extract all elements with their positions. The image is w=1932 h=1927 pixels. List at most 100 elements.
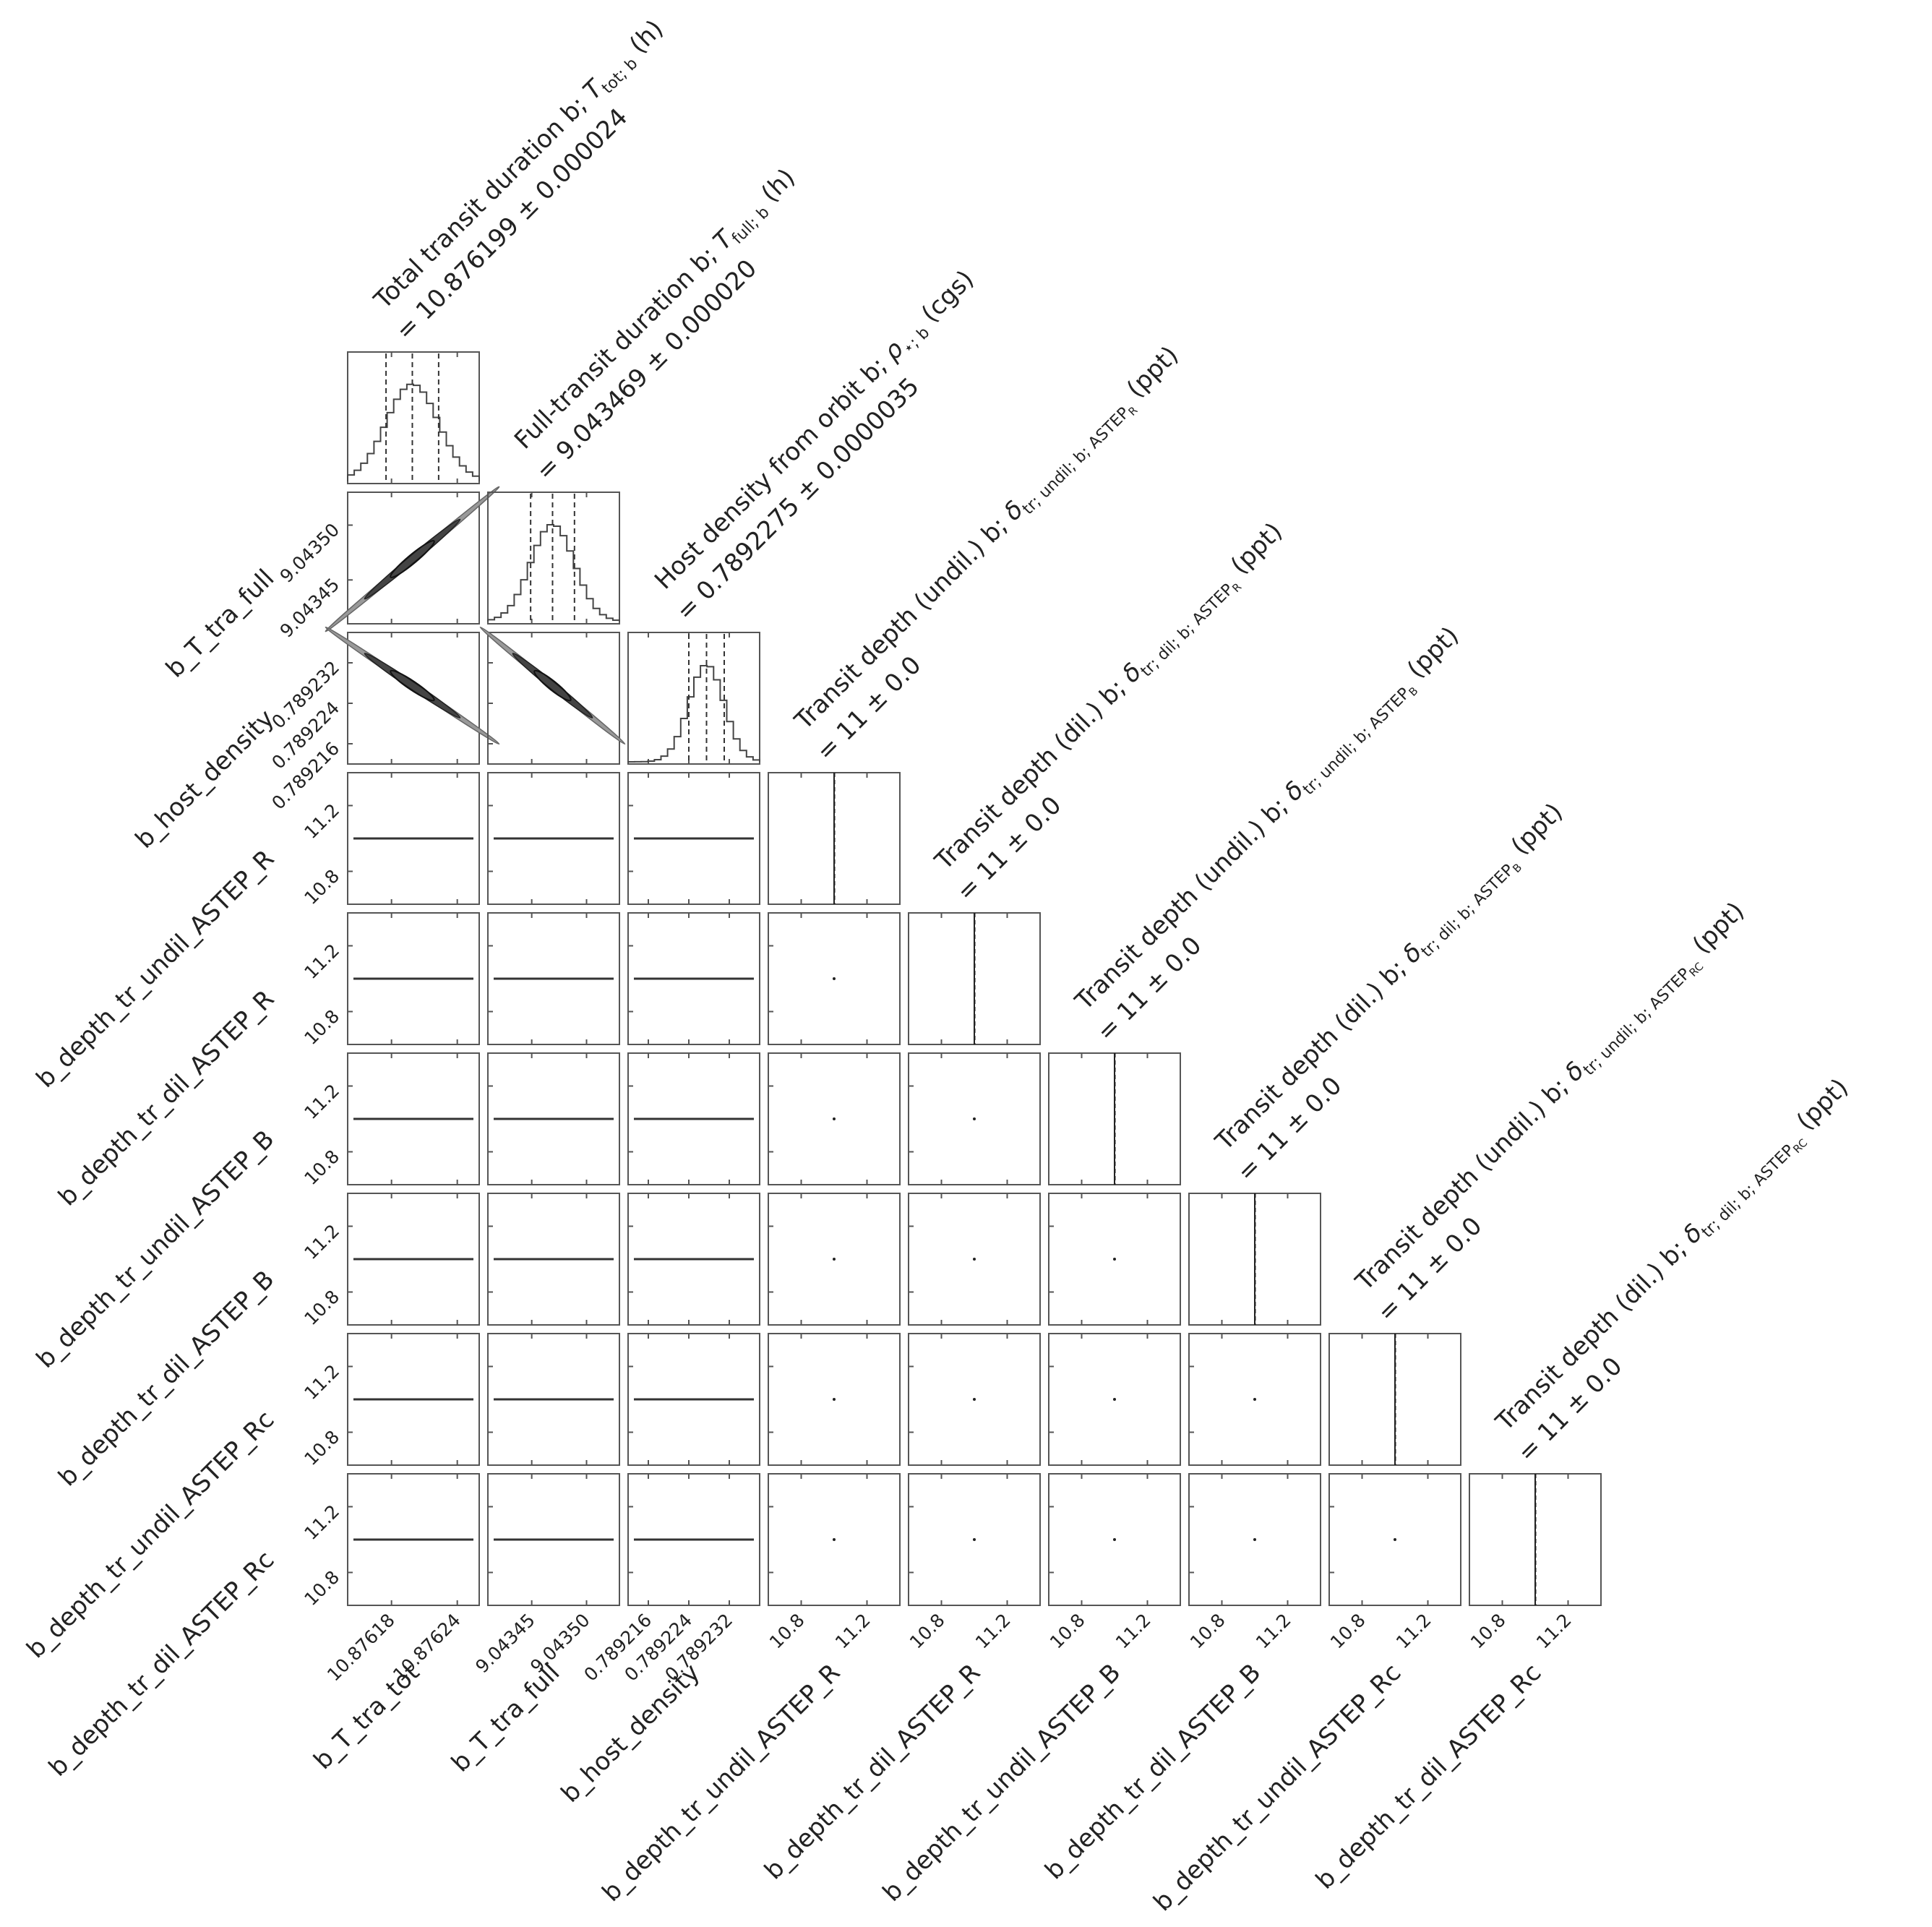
scatter-panel-b_depth_tr_undil_ASTEP_Rc-vs-b_depth_tr_undil_ASTEP_B (1048, 1333, 1181, 1466)
scatter-panel-b_depth_tr_dil_ASTEP_Rc-vs-b_T_tra_tot (347, 1473, 480, 1606)
sample-point (833, 1398, 836, 1401)
histogram-panel-b_depth_tr_undil_ASTEP_B (1048, 1052, 1181, 1185)
scatter-panel-b_depth_tr_dil_ASTEP_Rc-vs-b_host_density (627, 1473, 760, 1606)
title-subscript: tr; undil; b; ASTEP (1300, 684, 1414, 799)
x-axis-label: b_depth_tr_dil_ASTEP_Rc (1310, 1658, 1547, 1895)
sample-point (1253, 1538, 1256, 1541)
sample-point (1253, 1398, 1256, 1401)
histogram-panel-b_T_tra_full (487, 492, 620, 625)
x-axis-label: b_T_tra_full (446, 1658, 565, 1777)
scatter-panel-b_depth_tr_dil_ASTEP_B-vs-b_depth_tr_dil_ASTEP_R (908, 1193, 1041, 1326)
panel-frame (627, 632, 760, 765)
title-value: = 0.7892275 ± 0.0000035 (671, 372, 925, 627)
scatter-panel-b_depth_tr_undil_ASTEP_Rc-vs-b_T_tra_full (487, 1333, 620, 1466)
panel-frame (908, 1052, 1041, 1185)
histogram-panel-b_depth_tr_undil_ASTEP_R (768, 772, 901, 905)
histogram-panel-b_depth_tr_undil_ASTEP_Rc (1328, 1333, 1461, 1466)
x-tick-label: 10.8 (1467, 1610, 1510, 1653)
panel-frame (347, 1473, 480, 1606)
panel-frame (768, 1193, 901, 1326)
x-tick-label: 9.04345 (471, 1610, 539, 1678)
y-tick-label: 11.2 (300, 1220, 343, 1263)
panel-frame (1328, 1473, 1461, 1606)
sample-point (1113, 1398, 1116, 1401)
y-tick-label: 11.2 (300, 1360, 343, 1404)
title-text: Total transit duration b; (368, 85, 598, 315)
histogram-panel-b_host_density (627, 632, 760, 765)
panel-frame (768, 1333, 901, 1466)
x-tick-label: 11.2 (1252, 1610, 1295, 1653)
sample-point (1113, 1258, 1116, 1261)
scatter-panel-b_host_density-vs-b_T_tra_full (479, 626, 626, 765)
title-text: Transit depth (undil.) b; (1349, 1067, 1579, 1297)
scatter-panel-b_depth_tr_undil_ASTEP_Rc-vs-b_host_density (627, 1333, 760, 1466)
x-tick-label: 10.87618 (323, 1610, 399, 1686)
title-label: Transit depth (dil.) b; δtr; dil; b; AST… (1209, 797, 1572, 1160)
scatter-panel-b_depth_tr_dil_ASTEP_B-vs-b_host_density (627, 1193, 760, 1326)
title-text: Transit depth (undil.) b; (789, 506, 1018, 736)
panel-frame (347, 1193, 480, 1326)
title-value: = 9.043469 ± 0.000020 (531, 254, 763, 486)
scatter-panel-b_depth_tr_dil_ASTEP_Rc-vs-b_depth_tr_undil_ASTEP_R (768, 1473, 901, 1606)
sample-point (973, 1258, 976, 1261)
scatter-panel-b_depth_tr_dil_ASTEP_B-vs-b_depth_tr_undil_ASTEP_B (1048, 1193, 1181, 1326)
y-tick-label: 10.8 (300, 1566, 343, 1610)
title-label: Full-transit duration b; Tfull; b (h) (509, 163, 803, 458)
panel-frame (908, 1193, 1041, 1326)
panel-frame (1048, 1333, 1181, 1466)
panel-frame (1188, 1473, 1321, 1606)
x-tick-label: 11.2 (1392, 1610, 1435, 1653)
sample-point (833, 1117, 836, 1120)
scatter-panel-b_depth_tr_undil_ASTEP_Rc-vs-b_T_tra_tot (347, 1333, 480, 1466)
panel-frame (768, 1052, 901, 1185)
density-contour-inner (390, 669, 435, 702)
title-subscript: tr; undil; b; ASTEP (1019, 404, 1133, 518)
histogram-panel-b_depth_tr_dil_ASTEP_B (1188, 1193, 1321, 1326)
scatter-panel-b_depth_tr_dil_ASTEP_B-vs-b_T_tra_full (487, 1193, 620, 1326)
panel-frame (627, 1473, 760, 1606)
scatter-panel-b_depth_tr_undil_ASTEP_B-vs-b_host_density (627, 1052, 760, 1185)
scatter-panel-b_depth_tr_undil_ASTEP_Rc-vs-b_depth_tr_dil_ASTEP_B (1188, 1333, 1321, 1466)
scatter-panel-b_depth_tr_undil_ASTEP_B-vs-b_depth_tr_dil_ASTEP_R (908, 1052, 1041, 1185)
panel-frame (347, 632, 480, 765)
panel-frame (908, 1333, 1041, 1466)
y-axis-label: b_depth_tr_dil_ASTEP_Rc (43, 1545, 280, 1782)
scatter-panel-b_depth_tr_dil_ASTEP_B-vs-b_T_tra_tot (347, 1193, 480, 1326)
panel-frame (487, 1333, 620, 1466)
y-axis-label: b_T_tra_full (160, 564, 280, 683)
scatter-panel-b_depth_tr_dil_ASTEP_R-vs-b_host_density (627, 912, 760, 1045)
title-unit: (ppt) (1396, 621, 1465, 690)
scatter-panel-b_host_density-vs-b_T_tra_tot (325, 626, 500, 765)
panel-frame (1048, 1193, 1181, 1326)
scatter-panel-b_depth_tr_dil_ASTEP_R-vs-b_T_tra_full (487, 912, 620, 1045)
panel-frame (768, 1473, 901, 1606)
y-tick-label: 10.8 (300, 865, 343, 909)
x-axis-label: b_T_tra_tot (308, 1658, 425, 1775)
scatter-panel-b_depth_tr_dil_ASTEP_Rc-vs-b_depth_tr_undil_ASTEP_B (1048, 1473, 1181, 1606)
title-text: Transit depth (undil.) b; (1069, 786, 1299, 1016)
y-tick-label: 9.04350 (276, 519, 344, 587)
sample-point (1394, 1538, 1396, 1541)
sample-point (833, 1538, 836, 1541)
y-tick-label: 11.2 (300, 1080, 343, 1123)
y-axis-label: b_host_density (130, 704, 280, 854)
histogram-step (627, 664, 760, 763)
x-tick-label: 10.8 (1046, 1610, 1089, 1653)
title-subscript: tr; dil; b; ASTEP (1699, 1141, 1798, 1241)
x-axis-label: b_depth_tr_undil_ASTEP_B (877, 1658, 1127, 1907)
y-tick-label: 11.2 (300, 940, 343, 983)
title-unit: (ppt) (1500, 797, 1568, 866)
y-tick-label: 10.8 (300, 1146, 343, 1189)
sample-point (973, 1538, 976, 1541)
panel-frame (487, 1473, 620, 1606)
title-text: Host density from orbit b; (649, 346, 898, 596)
panel-frame (1048, 1473, 1181, 1606)
panel-frame (627, 1333, 760, 1466)
histogram-panel-b_depth_tr_dil_ASTEP_R (908, 912, 1041, 1045)
x-axis-label: b_depth_tr_undil_ASTEP_Rc (1148, 1658, 1407, 1917)
sample-point (973, 1117, 976, 1120)
title-subscript: tr; dil; b; ASTEP (1418, 861, 1518, 961)
x-tick-label: 10.8 (1186, 1610, 1229, 1653)
density-contour-inner (533, 669, 572, 702)
title-subscript: tr; undil; b; ASTEP (1580, 965, 1694, 1079)
